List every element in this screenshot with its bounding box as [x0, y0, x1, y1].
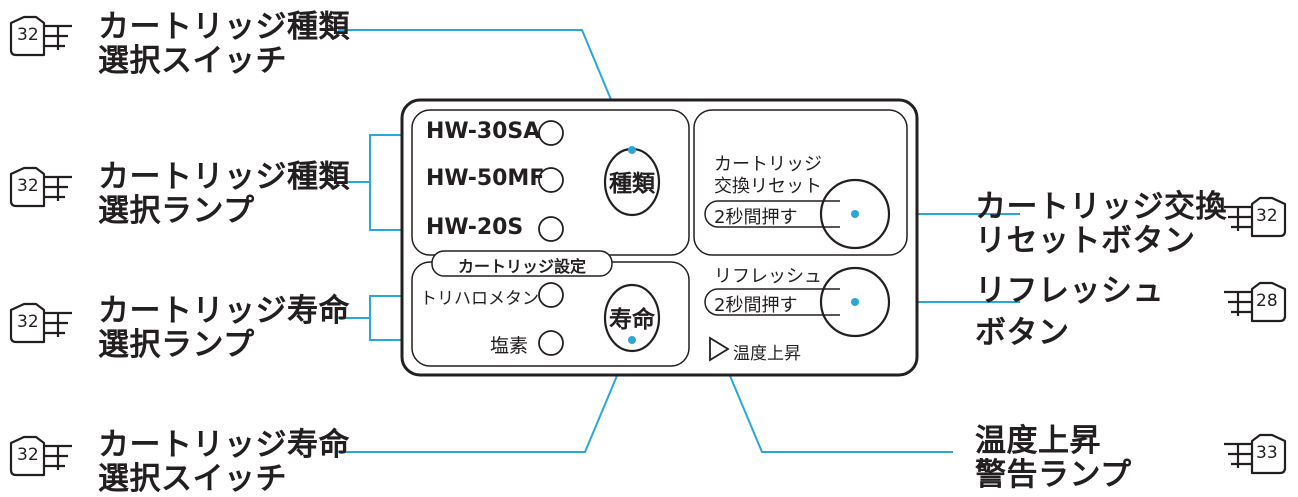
- reset-label-line1: カートリッジ: [714, 154, 822, 175]
- lamp-trihalomethane: [538, 282, 564, 308]
- callout-temp-lamp-line1: 温度上昇: [975, 423, 1101, 459]
- callout-temp-lamp: 温度上昇 警告ランプ: [975, 424, 1132, 492]
- callout-life-switch-line2: 選択スイッチ: [98, 461, 287, 497]
- refresh-button[interactable]: [821, 268, 889, 336]
- hand-icon-right-3: [1224, 433, 1287, 475]
- hand-icon-left-3: [9, 302, 72, 344]
- callout-refresh-button-line1: リフレッシュ: [975, 273, 1164, 309]
- refresh-label: リフレッシュ: [714, 266, 822, 287]
- page-ref-life-lamp: 32: [17, 312, 39, 332]
- type-button[interactable]: 種類: [609, 171, 655, 197]
- page-ref-life-switch: 32: [17, 445, 39, 465]
- callout-reset-button-line1: カートリッジ交換: [975, 189, 1227, 225]
- callout-life-lamp-line2: 選択ランプ: [98, 327, 255, 363]
- lamp-hw50mf: [538, 167, 564, 193]
- callout-reset-button-line2: リセットボタン: [975, 223, 1196, 259]
- lamp-hw30sa: [538, 120, 564, 146]
- lamp-chlorine: [538, 330, 564, 356]
- cartridge-label-hw30sa: HW-30SA: [426, 119, 541, 144]
- brackets: [338, 134, 402, 341]
- bracket-type-lamp: [369, 134, 402, 231]
- setting-label-pill: [431, 250, 613, 277]
- callout-life-switch-line1: カートリッジ寿命: [98, 427, 350, 463]
- page-ref-temp-lamp: 33: [1256, 443, 1278, 463]
- hand-icon-left-2: [9, 166, 72, 208]
- callout-reset-button: カートリッジ交換 リセットボタン: [975, 190, 1227, 258]
- life-button[interactable]: 寿命: [609, 307, 655, 333]
- hand-icon-right-1: [1224, 196, 1287, 238]
- hand-icon-right-2: [1224, 281, 1287, 323]
- temp-lamp-triangle: [709, 336, 730, 362]
- callout-type-switch-line2: 選択スイッチ: [98, 43, 287, 79]
- hold-label-reset: 2秒間押す: [714, 207, 798, 228]
- lamp-hw20s: [538, 216, 564, 242]
- callout-type-lamp: カートリッジ種類 選択ランプ: [98, 160, 350, 228]
- setting-label: カートリッジ設定: [457, 257, 586, 276]
- diagram-canvas: [9, 15, 1287, 477]
- callout-temp-lamp-line2: 警告ランプ: [975, 457, 1132, 493]
- callout-refresh-button: リフレッシュ ボタン: [975, 274, 1164, 350]
- callout-life-lamp: カートリッジ寿命 選択ランプ: [98, 294, 350, 362]
- page-ref-refresh-button: 28: [1256, 291, 1278, 311]
- temp-label: 温度上昇: [733, 344, 801, 364]
- page-ref-type-lamp: 32: [17, 176, 39, 196]
- life-option-trihalomethane: トリハロメタン: [420, 289, 539, 309]
- callout-type-lamp-line1: カートリッジ種類: [98, 159, 350, 195]
- callout-life-lamp-line1: カートリッジ寿命: [98, 293, 350, 329]
- leader-life-switch: [338, 339, 633, 453]
- callout-type-lamp-line2: 選択ランプ: [98, 193, 255, 229]
- page-ref-type-switch: 32: [17, 25, 39, 45]
- reset-label-line2: 交換リセット: [714, 176, 822, 197]
- page-ref-reset-button: 32: [1256, 206, 1278, 226]
- callout-life-switch: カートリッジ寿命 選択スイッチ: [98, 428, 350, 496]
- hand-icon-left-1: [9, 15, 72, 57]
- cartridge-label-hw50mf: HW-50MF: [426, 166, 545, 191]
- life-button-shape: [603, 283, 661, 353]
- leader-temp-lamp: [719, 351, 953, 453]
- life-option-chlorine: 塩素: [490, 335, 529, 357]
- callout-type-switch: カートリッジ種類 選択スイッチ: [98, 10, 350, 78]
- hold-pill-reset: [704, 200, 840, 228]
- callout-refresh-button-line2: ボタン: [975, 315, 1070, 351]
- hold-label-refresh: 2秒間押す: [714, 295, 798, 316]
- hold-pill-refresh: [704, 288, 840, 316]
- bracket-life-lamp: [369, 295, 402, 341]
- hand-icon-left-4: [9, 435, 72, 477]
- cartridge-label-hw20s: HW-20S: [426, 215, 524, 240]
- callout-type-switch-line1: カートリッジ種類: [98, 9, 350, 45]
- reset-button[interactable]: [821, 180, 889, 248]
